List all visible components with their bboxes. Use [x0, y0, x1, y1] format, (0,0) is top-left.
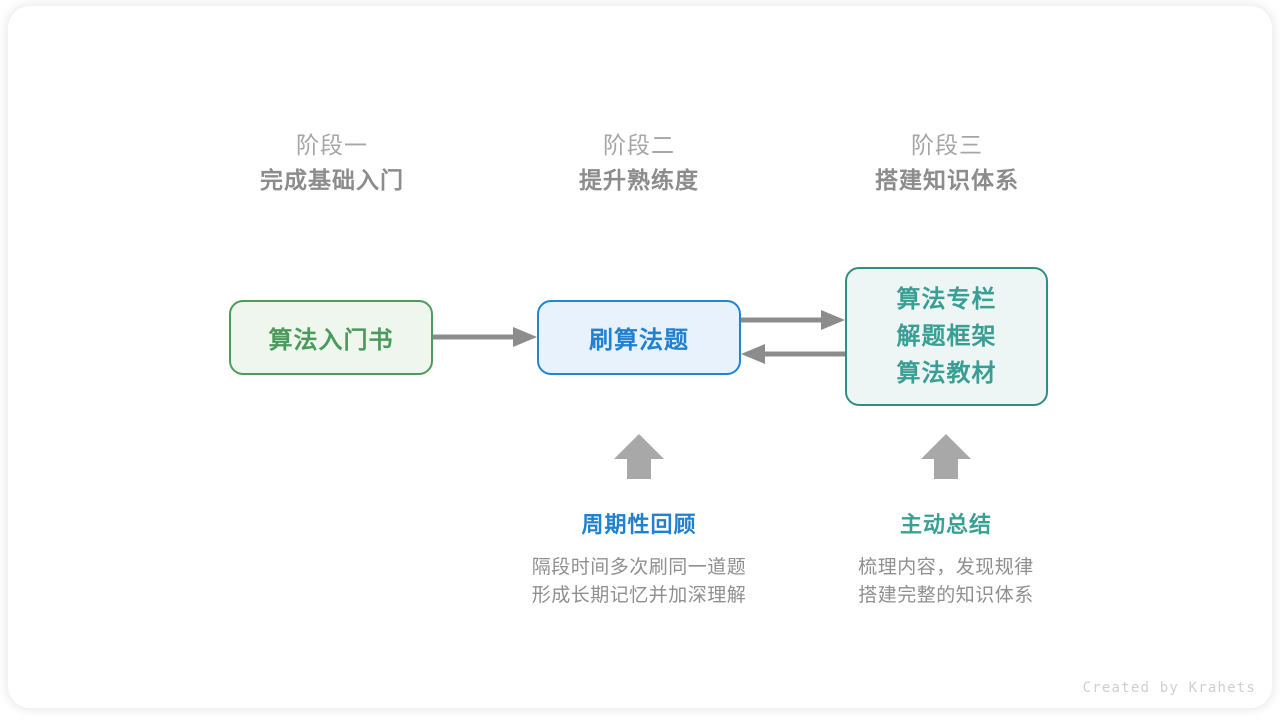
phase-subtitle-1: 阶段一	[296, 132, 368, 158]
node-intro-book[interactable]: 算法入门书	[229, 300, 433, 375]
node-intro-book-label: 算法入门书	[268, 327, 394, 354]
phase-header-2: 阶段二 提升熟练度	[519, 128, 759, 198]
note-active-summary-line-1: 梳理内容，发现规律	[858, 557, 1034, 578]
node-resource-line-2: 解题框架	[896, 323, 997, 350]
arrow-practice-to-resources	[741, 310, 845, 330]
arrow-review-up	[614, 434, 664, 479]
note-periodic-review-body: 隔段时间多次刷同一道题 形成长期记忆并加深理解	[499, 554, 779, 610]
node-practice-problems-label: 刷算法题	[589, 327, 689, 354]
arrow-resources-to-practice	[741, 344, 845, 364]
arrow-book-to-practice	[433, 327, 537, 347]
note-active-summary-line-2: 搭建完整的知识体系	[858, 585, 1034, 606]
node-knowledge-resources[interactable]: 算法专栏 解题框架 算法教材	[845, 267, 1048, 406]
note-periodic-review-title: 周期性回顾	[581, 512, 697, 537]
node-practice-problems[interactable]: 刷算法题	[537, 300, 741, 375]
credit-text: Created by Krahets	[1082, 680, 1256, 696]
note-periodic-review-line-1: 隔段时间多次刷同一道题	[531, 557, 747, 578]
phase-subtitle-2: 阶段二	[603, 132, 675, 158]
phase-subtitle-3: 阶段三	[911, 132, 983, 158]
node-resource-line-3: 算法教材	[896, 360, 997, 387]
node-resource-line-1: 算法专栏	[896, 286, 997, 313]
phase-title-1: 完成基础入门	[260, 167, 404, 193]
phase-header-1: 阶段一 完成基础入门	[212, 128, 452, 198]
phase-title-2: 提升熟练度	[579, 167, 699, 193]
note-active-summary-body: 梳理内容，发现规律 搭建完整的知识体系	[806, 554, 1086, 610]
note-active-summary-title: 主动总结	[899, 512, 992, 537]
note-periodic-review: 周期性回顾 隔段时间多次刷同一道题 形成长期记忆并加深理解	[499, 508, 779, 610]
phase-title-3: 搭建知识体系	[875, 167, 1019, 193]
arrow-summary-up	[921, 434, 971, 479]
note-periodic-review-line-2: 形成长期记忆并加深理解	[531, 585, 747, 606]
note-active-summary: 主动总结 梳理内容，发现规律 搭建完整的知识体系	[806, 508, 1086, 610]
phase-header-3: 阶段三 搭建知识体系	[827, 128, 1067, 198]
